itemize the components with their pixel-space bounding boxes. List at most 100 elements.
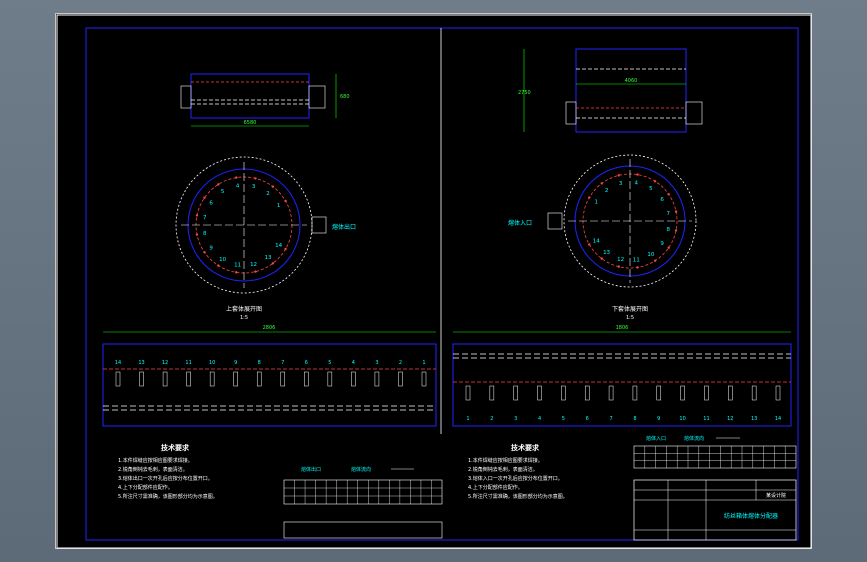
circle-number: 5 <box>221 189 225 195</box>
circle-number: 11 <box>234 262 241 268</box>
dim-strip-right: 1806 <box>616 325 629 331</box>
table-outlet-label: 熔体出口 <box>301 466 321 473</box>
circle-number: 10 <box>647 252 654 258</box>
nozzle-mark <box>195 214 199 217</box>
notes-left-item: 1.本件焊缝应按相应图要求焊接。 <box>118 457 193 464</box>
nozzle-mark <box>588 196 591 199</box>
circle-number: 14 <box>275 243 282 249</box>
strip-number: 14 <box>115 360 121 366</box>
strip-number: 6 <box>305 360 308 366</box>
circle-number: 9 <box>209 246 213 252</box>
nozzle-mark <box>284 199 287 203</box>
dim-side-left: 680 <box>340 94 350 100</box>
outlet-label: 熔体出口 <box>332 223 356 231</box>
strip-number: 7 <box>281 360 284 366</box>
nozzle-mark <box>674 229 678 232</box>
circle-number: 1 <box>594 200 598 206</box>
nozzle-mark <box>235 271 238 274</box>
strip-number: 8 <box>258 360 261 366</box>
strip-number: 7 <box>609 416 612 422</box>
inlet-label: 熔体入口 <box>508 219 532 227</box>
nozzle-mark <box>284 247 287 251</box>
strip-number: 2 <box>490 416 493 422</box>
left-view-title: 上套体展开图 <box>226 305 262 313</box>
nozzle-mark <box>217 183 220 186</box>
circle-number: 13 <box>603 250 610 256</box>
strip-slot <box>398 371 403 387</box>
table-flow-label-right: 熔体流向 <box>684 435 704 442</box>
notes-left-item: 3.熔体出口一次开孔后应按分布位置开口。 <box>118 475 213 482</box>
nozzle-mark <box>667 193 670 196</box>
dim-top-left: 6580 <box>244 120 257 126</box>
strip-slot <box>513 385 518 401</box>
nozzle-mark <box>271 262 275 265</box>
strip-slot <box>751 385 757 401</box>
drawing-frame <box>85 27 799 541</box>
nozzle-mark <box>600 257 603 260</box>
nozzle-mark <box>254 177 257 180</box>
table-flow-label-left: 熔体流向 <box>351 466 371 473</box>
dim-strip-left: 2806 <box>263 325 276 331</box>
circle-number: 4 <box>635 181 639 187</box>
strip-slot <box>489 385 495 401</box>
circle-number: 7 <box>666 211 670 217</box>
circle-number: 12 <box>617 257 624 263</box>
circle-number: 9 <box>660 241 664 247</box>
strip-slot <box>162 371 168 387</box>
strip-slot <box>256 371 262 387</box>
circle-number: 3 <box>252 184 256 190</box>
strip-number: 5 <box>328 360 331 366</box>
strip-slot <box>115 371 121 387</box>
left-data-table: 熔体出口 熔体流向 <box>283 466 443 539</box>
strip-number: 14 <box>775 416 781 422</box>
title-block-name: 纺丝箱体熔体分配器 <box>724 512 778 520</box>
circle-number: 1 <box>277 203 281 209</box>
notes-right: 技术要求 1.本件焊缝应按相应图要求焊接。 2.锐角倒钝去毛刺，表面清洁。 3.… <box>468 443 568 500</box>
circle-number: 5 <box>649 186 653 192</box>
strip-slot <box>139 371 144 387</box>
nozzle-mark <box>254 270 257 273</box>
strip-number: 13 <box>751 416 757 422</box>
strip-number: 10 <box>679 416 685 422</box>
circle-number: 2 <box>605 188 609 194</box>
title-block-company: 某设计院 <box>766 492 786 499</box>
strip-number: 3 <box>514 416 517 422</box>
notes-right-item: 3.熔体入口一次开孔后应按分布位置开口。 <box>468 475 563 482</box>
dim-height: 2750 <box>518 90 531 96</box>
nozzle-mark <box>271 185 275 188</box>
nozzle-mark <box>674 210 678 213</box>
notes-right-item: 1.本件焊缝应按相应图要求焊接。 <box>468 457 543 464</box>
strip-number: 12 <box>162 360 168 366</box>
circle-number: 8 <box>203 231 207 237</box>
circle-number: 13 <box>265 255 272 261</box>
notes-right-heading: 技术要求 <box>511 443 540 452</box>
dim-top-right: 4060 <box>625 78 638 84</box>
strip-number: 9 <box>234 360 237 366</box>
notes-left-item: 4.上下分配部件应配作。 <box>118 484 173 491</box>
strip-slot <box>327 371 333 387</box>
strip-slot <box>280 371 286 387</box>
strip-number: 6 <box>586 416 589 422</box>
strip-number: 2 <box>399 360 402 366</box>
notes-left: 技术要求 1.本件焊缝应按相应图要求焊接。 2.锐角倒钝去毛刺，表面清洁。 3.… <box>118 443 218 500</box>
nozzle-mark <box>203 196 206 199</box>
strip-number: 9 <box>657 416 660 422</box>
strip-number: 5 <box>562 416 565 422</box>
left-side-view: 6580 680 <box>180 73 350 127</box>
circle-number: 11 <box>633 257 640 263</box>
circle-number: 14 <box>593 239 600 245</box>
nozzle-mark <box>588 243 591 246</box>
strip-number: 11 <box>185 360 191 366</box>
strip-slot <box>704 385 709 401</box>
circle-number: 4 <box>236 184 240 190</box>
nozzle-mark <box>667 246 670 249</box>
circle-number: 12 <box>250 262 257 268</box>
